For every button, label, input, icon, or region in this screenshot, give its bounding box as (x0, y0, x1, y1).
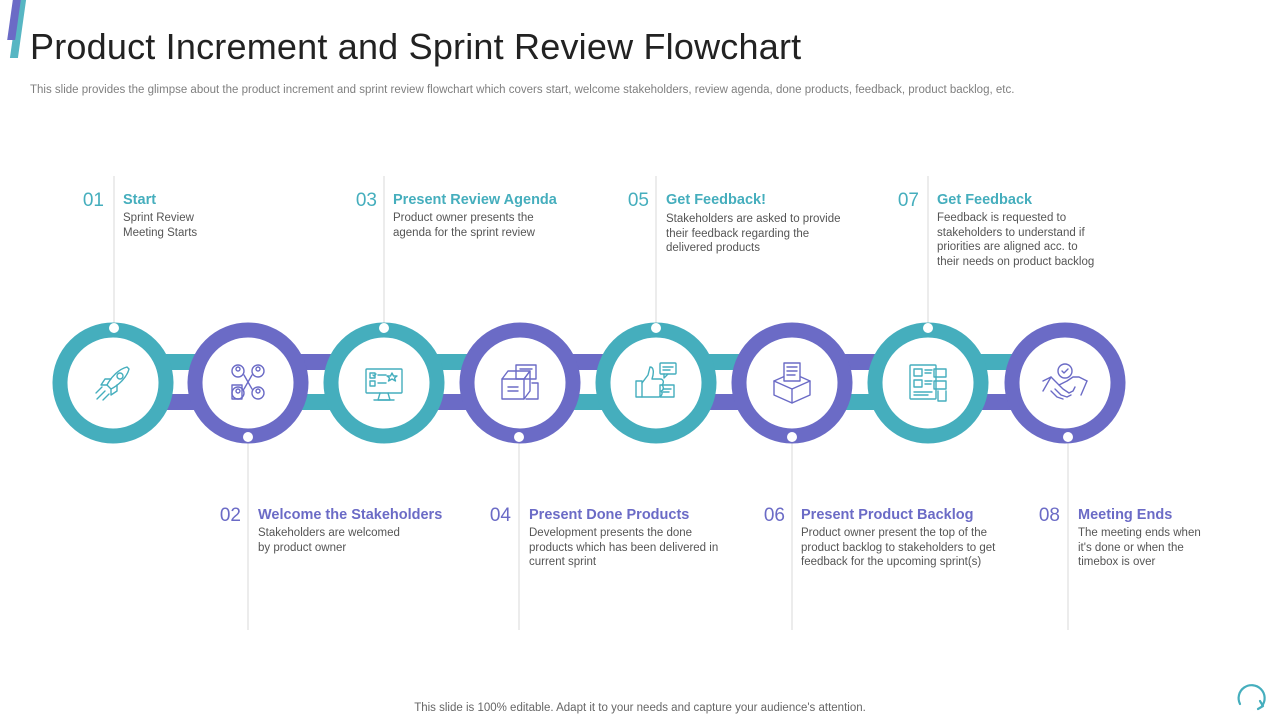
dot-07 (923, 323, 933, 333)
stakeholders-icon (231, 364, 265, 400)
step-number: 02 (219, 505, 241, 526)
step-title: Present Review Agenda (393, 192, 557, 208)
dot-05 (651, 323, 661, 333)
step-number: 07 (897, 190, 919, 211)
handshake-icon (1042, 363, 1088, 400)
thumbs-up-feedback-icon (635, 362, 677, 398)
backlog-box-icon (773, 362, 811, 404)
page-title: Product Increment and Sprint Review Flow… (30, 26, 802, 67)
step-description: Product owner present the top of the pro… (801, 527, 996, 568)
ring-07 (867, 322, 989, 444)
step-number: 04 (489, 505, 511, 526)
step-description: Sprint Review Meeting Starts (123, 212, 198, 239)
ring-01 (52, 322, 174, 444)
ring-05 (595, 322, 717, 444)
connector-lines (113, 176, 1069, 630)
step-title: Meeting Ends (1078, 507, 1173, 523)
step-title: Present Product Backlog (801, 507, 974, 523)
agenda-monitor-icon (365, 368, 403, 401)
rocket-icon (95, 366, 130, 401)
dot-06 (787, 432, 797, 442)
ring-08 (1004, 322, 1126, 444)
dot-02 (243, 432, 253, 442)
step-description: The meeting ends when it's done or when … (1078, 527, 1201, 568)
step-number: 05 (627, 190, 649, 211)
cycle-arrow-icon (1237, 684, 1266, 711)
step-description: Stakeholders are asked to provide their … (666, 213, 841, 254)
step-description: Feedback is requested to stakeholders to… (937, 212, 1095, 268)
footer-note: This slide is 100% editable. Adapt it to… (414, 702, 866, 714)
step-title: Start (123, 192, 157, 208)
step-title: Get Feedback (937, 192, 1033, 208)
page-subtitle: This slide provides the glimpse about th… (30, 84, 1015, 96)
step-title: Present Done Products (529, 507, 690, 523)
step-title: Welcome the Stakeholders (258, 507, 443, 523)
ring-06 (731, 322, 853, 444)
dot-01 (109, 323, 119, 333)
step-description: Development presents the done products w… (529, 527, 719, 568)
step-number: 08 (1038, 505, 1060, 526)
step-description: Product owner presents the agenda for th… (393, 212, 535, 239)
dot-04 (514, 432, 524, 442)
product-boxes-icon (501, 364, 539, 400)
step-number: 03 (355, 190, 377, 211)
ring-04 (459, 322, 581, 444)
dot-03 (379, 323, 389, 333)
rings (52, 322, 1126, 444)
feedback-board-icon (909, 364, 947, 402)
step-number: 01 (82, 190, 104, 211)
connector-dots (109, 323, 1073, 442)
dot-08 (1063, 432, 1073, 442)
step-description: Stakeholders are welcomed by product own… (258, 527, 400, 554)
step-number: 06 (763, 505, 785, 526)
step-title: Get Feedback! (666, 192, 766, 208)
